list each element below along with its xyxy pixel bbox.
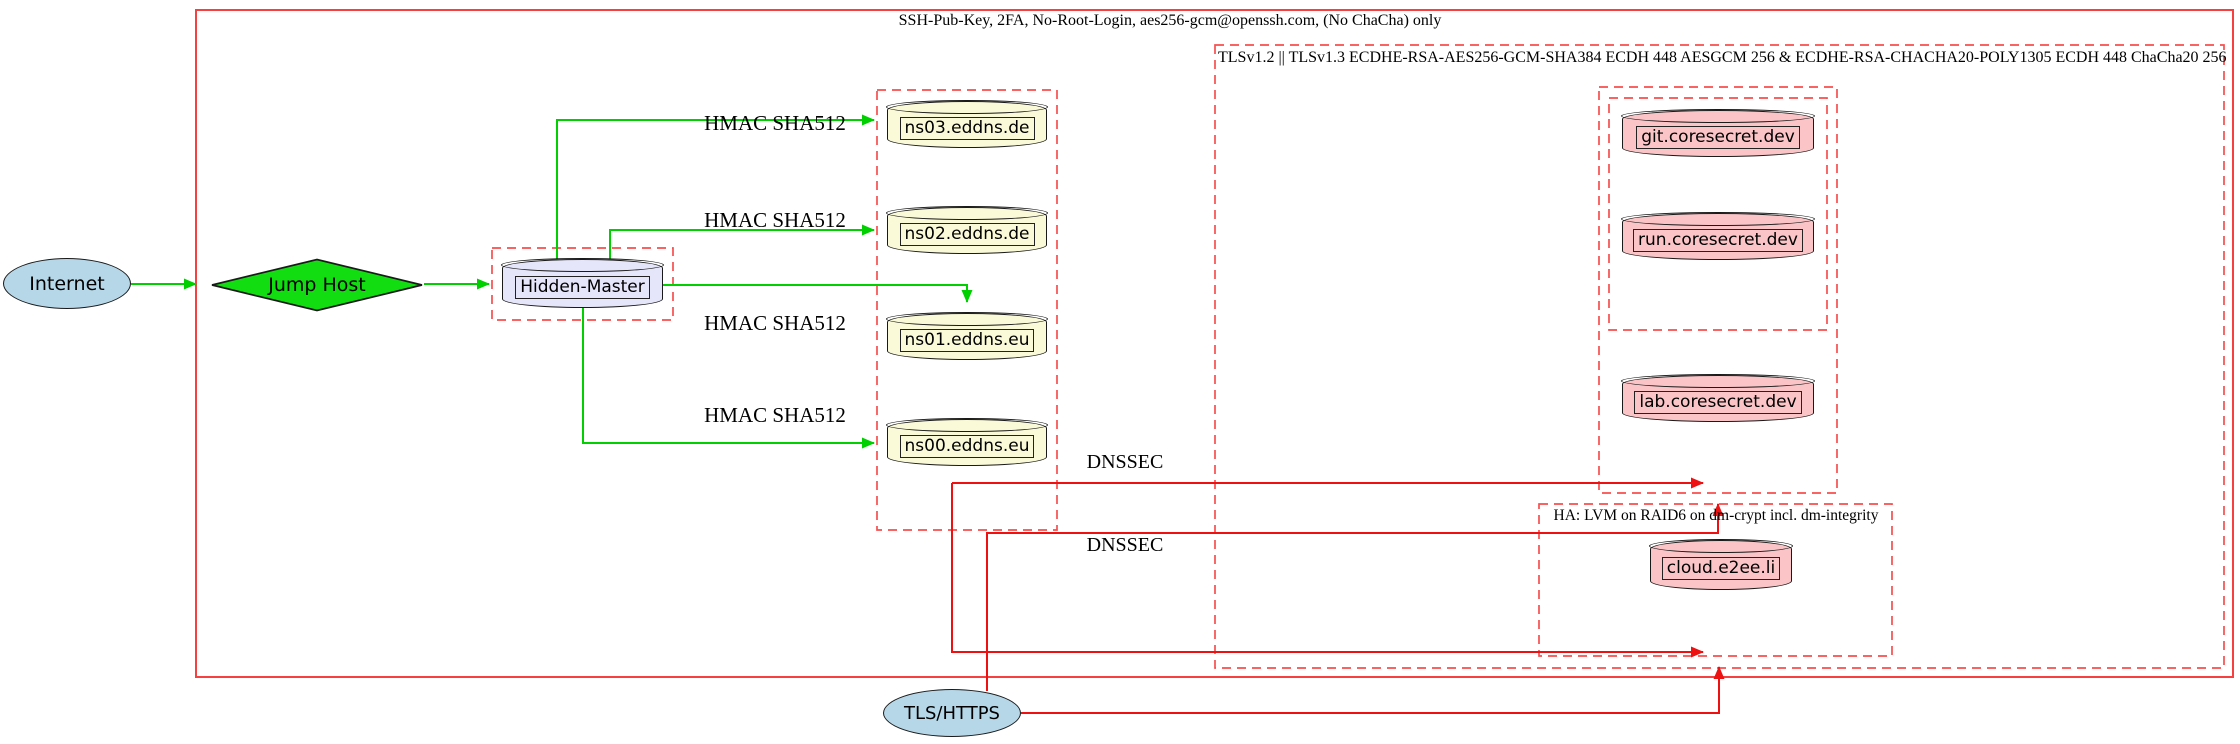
edge-hiddenmaster-to-ns00: [582, 308, 875, 449]
edge-label-hmac-ns01: HMAC SHA512: [704, 311, 846, 335]
edge-hiddenmaster-to-ns03: [556, 114, 875, 259]
node-cloud-e2ee-label: cloud.e2ee.li: [1661, 557, 1781, 580]
edge-hiddenmaster-to-ns01: [663, 284, 973, 303]
node-tls-https: TLS/HTTPS: [883, 689, 1021, 737]
edge-tlshttps-to-web-cluster: [986, 503, 1724, 691]
node-internet-label: Internet: [29, 272, 105, 295]
node-lab-coresecret: lab.coresecret.dev: [1621, 374, 1815, 422]
edge-label-hmac-ns00: HMAC SHA512: [704, 403, 846, 427]
node-ns03: ns03.eddns.de: [886, 100, 1048, 148]
node-run-coresecret-label: run.coresecret.dev: [1633, 228, 1803, 252]
node-ns01-label: ns01.eddns.eu: [899, 328, 1035, 352]
cluster-nameservers-boundary: [876, 89, 1058, 531]
edge-label-dnssec-web: DNSSEC: [1086, 451, 1164, 473]
edge-label-hmac-ns02: HMAC SHA512: [704, 208, 846, 232]
node-internet: Internet: [3, 258, 131, 309]
cluster-web-inner-boundary: [1608, 97, 1828, 331]
node-ns00-label: ns00.eddns.eu: [899, 434, 1035, 458]
node-hidden-master-label: Hidden-Master: [515, 275, 650, 299]
node-ns02: ns02.eddns.de: [886, 206, 1048, 254]
cluster-ssh-boundary: [195, 9, 2234, 678]
node-ns00: ns00.eddns.eu: [886, 418, 1048, 466]
node-jump-host: Jump Host: [210, 258, 424, 312]
node-ns03-label: ns03.eddns.de: [899, 116, 1035, 140]
node-hidden-master: Hidden-Master: [501, 258, 664, 308]
cluster-ssh-label: SSH-Pub-Key, 2FA, No-Root-Login, aes256-…: [898, 12, 1442, 29]
node-cloud-e2ee: cloud.e2ee.li: [1649, 539, 1793, 590]
node-git-coresecret-label: git.coresecret.dev: [1636, 125, 1800, 149]
node-lab-coresecret-label: lab.coresecret.dev: [1634, 390, 1802, 414]
cluster-web-outer-boundary: [1598, 86, 1838, 494]
node-git-coresecret: git.coresecret.dev: [1621, 109, 1815, 157]
cluster-ha-label: HA: LVM on RAID6 on dm-crypt incl. dm-in…: [1553, 507, 1879, 524]
edge-hiddenmaster-to-ns02: [609, 224, 875, 259]
cluster-ha-boundary: [1538, 503, 1893, 657]
node-jump-host-label: Jump Host: [268, 274, 366, 296]
cluster-tls-label: TLSv1.2 || TLSv1.3 ECDHE-RSA-AES256-GCM-…: [1218, 49, 2227, 66]
node-run-coresecret: run.coresecret.dev: [1621, 212, 1815, 260]
edge-label-hmac-ns03: HMAC SHA512: [704, 111, 846, 135]
edge-tlshttps-to-ha-cluster: [1021, 666, 1725, 714]
node-tls-https-label: TLS/HTTPS: [903, 702, 1000, 724]
diamond-shape-icon: [211, 258, 423, 312]
edge-dnssec-to-ha-cluster: [951, 483, 1704, 658]
node-ns01: ns01.eddns.eu: [886, 312, 1048, 360]
node-ns02-label: ns02.eddns.de: [899, 222, 1035, 246]
edge-label-dnssec-ha: DNSSEC: [1086, 534, 1164, 556]
